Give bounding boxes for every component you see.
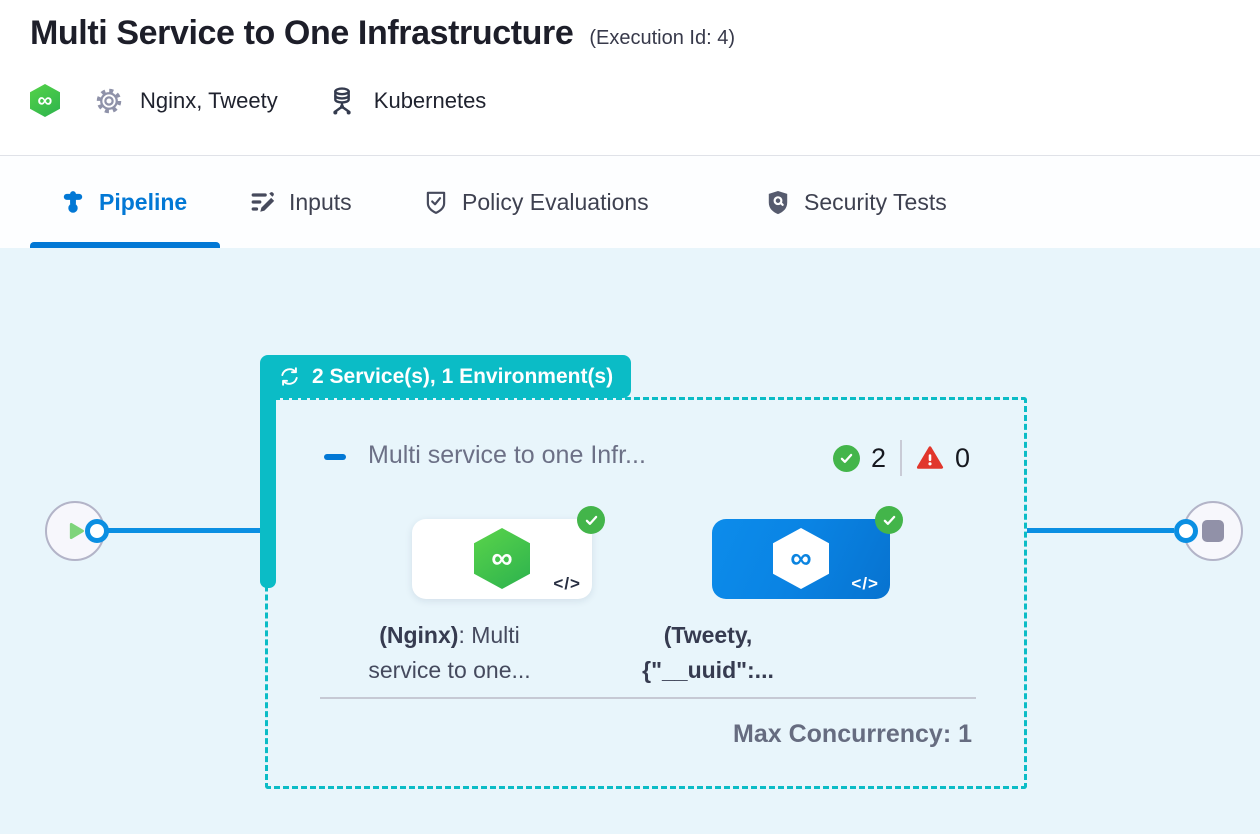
infrastructure-icon	[326, 85, 358, 117]
tab-pipeline[interactable]: Pipeline	[60, 156, 187, 248]
loop-icon	[278, 365, 301, 388]
execution-id: (Execution Id: 4)	[589, 27, 735, 49]
start-node-port	[85, 519, 109, 543]
header-meta: ∞ Nginx, Tweety Kubernetes	[30, 84, 486, 117]
pipeline-canvas: 2 Service(s), 1 Environment(s) Multi ser…	[0, 248, 1260, 834]
stop-icon	[1202, 520, 1224, 542]
infrastructure-label: Kubernetes	[373, 87, 487, 113]
harness-service-icon: ∞	[474, 528, 530, 589]
header-divider	[0, 155, 1260, 156]
node-label-tweety: (Tweety, {"__uuid":...	[618, 618, 798, 688]
success-check-icon	[577, 506, 605, 534]
harness-logo-icon: ∞	[30, 84, 60, 117]
service-node-nginx[interactable]: ∞ </>	[412, 506, 605, 599]
collapse-stage-button[interactable]	[324, 454, 346, 460]
inputs-icon	[250, 189, 276, 215]
status-divider	[899, 440, 902, 476]
node-label-bold: (Nginx)	[379, 622, 459, 648]
node-label-rest: : Multi service to one...	[368, 622, 531, 683]
failure-warning-icon	[916, 444, 944, 472]
stage-inner-divider	[320, 697, 976, 699]
active-tab-underline	[30, 242, 220, 248]
success-check-icon	[832, 444, 860, 472]
policy-check-icon	[423, 189, 449, 215]
success-count: 2	[870, 442, 886, 473]
harness-service-icon: ∞	[773, 528, 829, 589]
tab-label: Policy Evaluations	[462, 188, 649, 215]
header: Multi Service to One Infrastructure (Exe…	[30, 14, 735, 53]
stage-title: Multi service to one Infr...	[368, 441, 646, 469]
tab-bar: Pipeline Inputs Policy Ev	[0, 156, 1260, 248]
stage-matrix-box: Multi service to one Infr... 2 0	[265, 397, 1027, 789]
tab-security-tests[interactable]: Security Tests	[765, 156, 947, 248]
max-concurrency-label: Max Concurrency: 1	[733, 720, 972, 748]
edge-stage-to-end	[1027, 528, 1174, 533]
pipeline-icon	[60, 189, 86, 215]
stage-group-badge-label: 2 Service(s), 1 Environment(s)	[312, 364, 614, 388]
tab-label: Security Tests	[804, 188, 947, 215]
node-label-bold: (Tweety, {"__uuid":...	[642, 622, 774, 683]
end-node-port	[1174, 519, 1198, 543]
service-node-tweety[interactable]: ∞ </>	[712, 506, 903, 599]
node-label-nginx: (Nginx): Multi service to one...	[352, 618, 547, 688]
play-icon	[69, 522, 84, 540]
stage-status-counters: 2 0	[832, 440, 970, 476]
security-shield-icon	[765, 189, 791, 215]
services-label: Nginx, Tweety	[140, 87, 278, 113]
code-icon: </>	[851, 574, 879, 593]
tab-inputs[interactable]: Inputs	[250, 156, 352, 248]
stage-group-strip	[260, 396, 276, 588]
tab-policy-evaluations[interactable]: Policy Evaluations	[423, 156, 649, 248]
page-title: Multi Service to One Infrastructure	[30, 14, 574, 52]
edge-start-to-stage	[97, 528, 262, 533]
pipeline-start-node[interactable]	[45, 501, 105, 561]
failure-count: 0	[954, 442, 970, 473]
stage-group-badge: 2 Service(s), 1 Environment(s)	[260, 355, 632, 398]
code-icon: </>	[553, 574, 581, 593]
success-check-icon	[875, 506, 903, 534]
tab-label: Pipeline	[99, 188, 188, 215]
tab-label: Inputs	[289, 188, 352, 215]
gear-icon	[94, 86, 124, 116]
